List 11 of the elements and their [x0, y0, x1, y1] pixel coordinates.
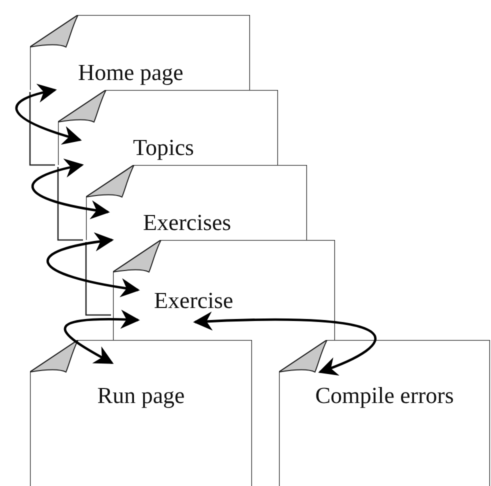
curved-arrow: [32, 159, 110, 219]
curved-arrow: [64, 310, 140, 364]
page-title: Exercise: [154, 289, 234, 312]
page-title: Home page: [78, 61, 184, 84]
curved-arrow: [47, 232, 140, 297]
curved-arrow: [16, 84, 82, 144]
page-title: Run page: [96, 384, 186, 407]
curved-arrow: [193, 312, 376, 376]
page-title: Topics: [133, 136, 194, 159]
page-title: Compile errors: [314, 384, 455, 407]
page-title: Exercises: [143, 211, 232, 234]
